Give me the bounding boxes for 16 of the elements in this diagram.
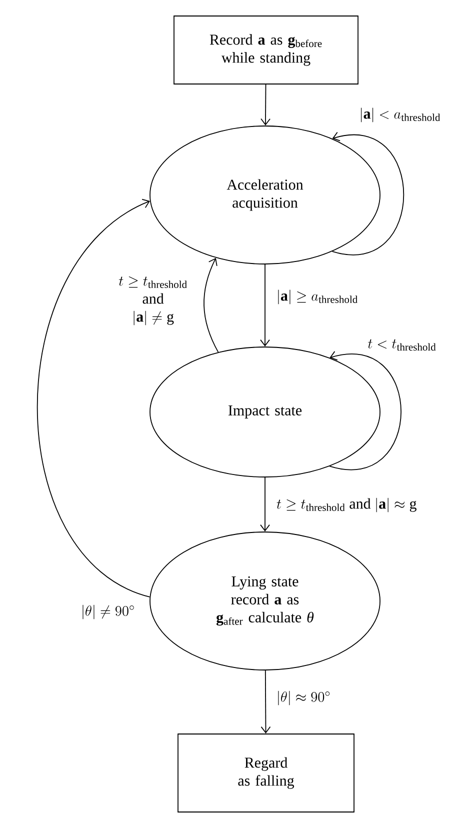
arrow bbox=[260, 84, 270, 126]
arrow bbox=[260, 264, 270, 347]
edge-label: $|\mathbf{a}| \geq a_{\mathrm{threshold}}$ bbox=[275, 288, 360, 306]
loop-arrow bbox=[332, 132, 404, 256]
arrow bbox=[260, 670, 271, 734]
loop-arrow bbox=[329, 351, 402, 470]
edge-label: $t \geq t_{\mathrm{threshold}}\ \mathrm{and}\ |\mathbf{a}| \approx \mathrm{g}$ bbox=[275, 496, 418, 514]
arrow bbox=[260, 477, 270, 532]
edge-label: $|\theta| \approx 90^{\circ}$ bbox=[275, 690, 332, 706]
edge-label: $|\theta| \neq 90^{\circ}$ bbox=[80, 604, 136, 620]
process-box: Regard as falling bbox=[178, 734, 354, 812]
arrow bbox=[204, 258, 219, 353]
arrow bbox=[36, 198, 150, 598]
edge-label: $\begin{array}{c} t \geq t_{\mathrm{threshold}} \\ \mathrm{and} \\ |\mathbf{a}| \neq \mathrm{g} \end{array}$ bbox=[112, 272, 194, 328]
process-box: Record a as g$_{before}$ while standing bbox=[174, 16, 358, 84]
edge-label: $|\mathbf{a}| < a_{\mathrm{threshold}}$ bbox=[358, 106, 442, 124]
